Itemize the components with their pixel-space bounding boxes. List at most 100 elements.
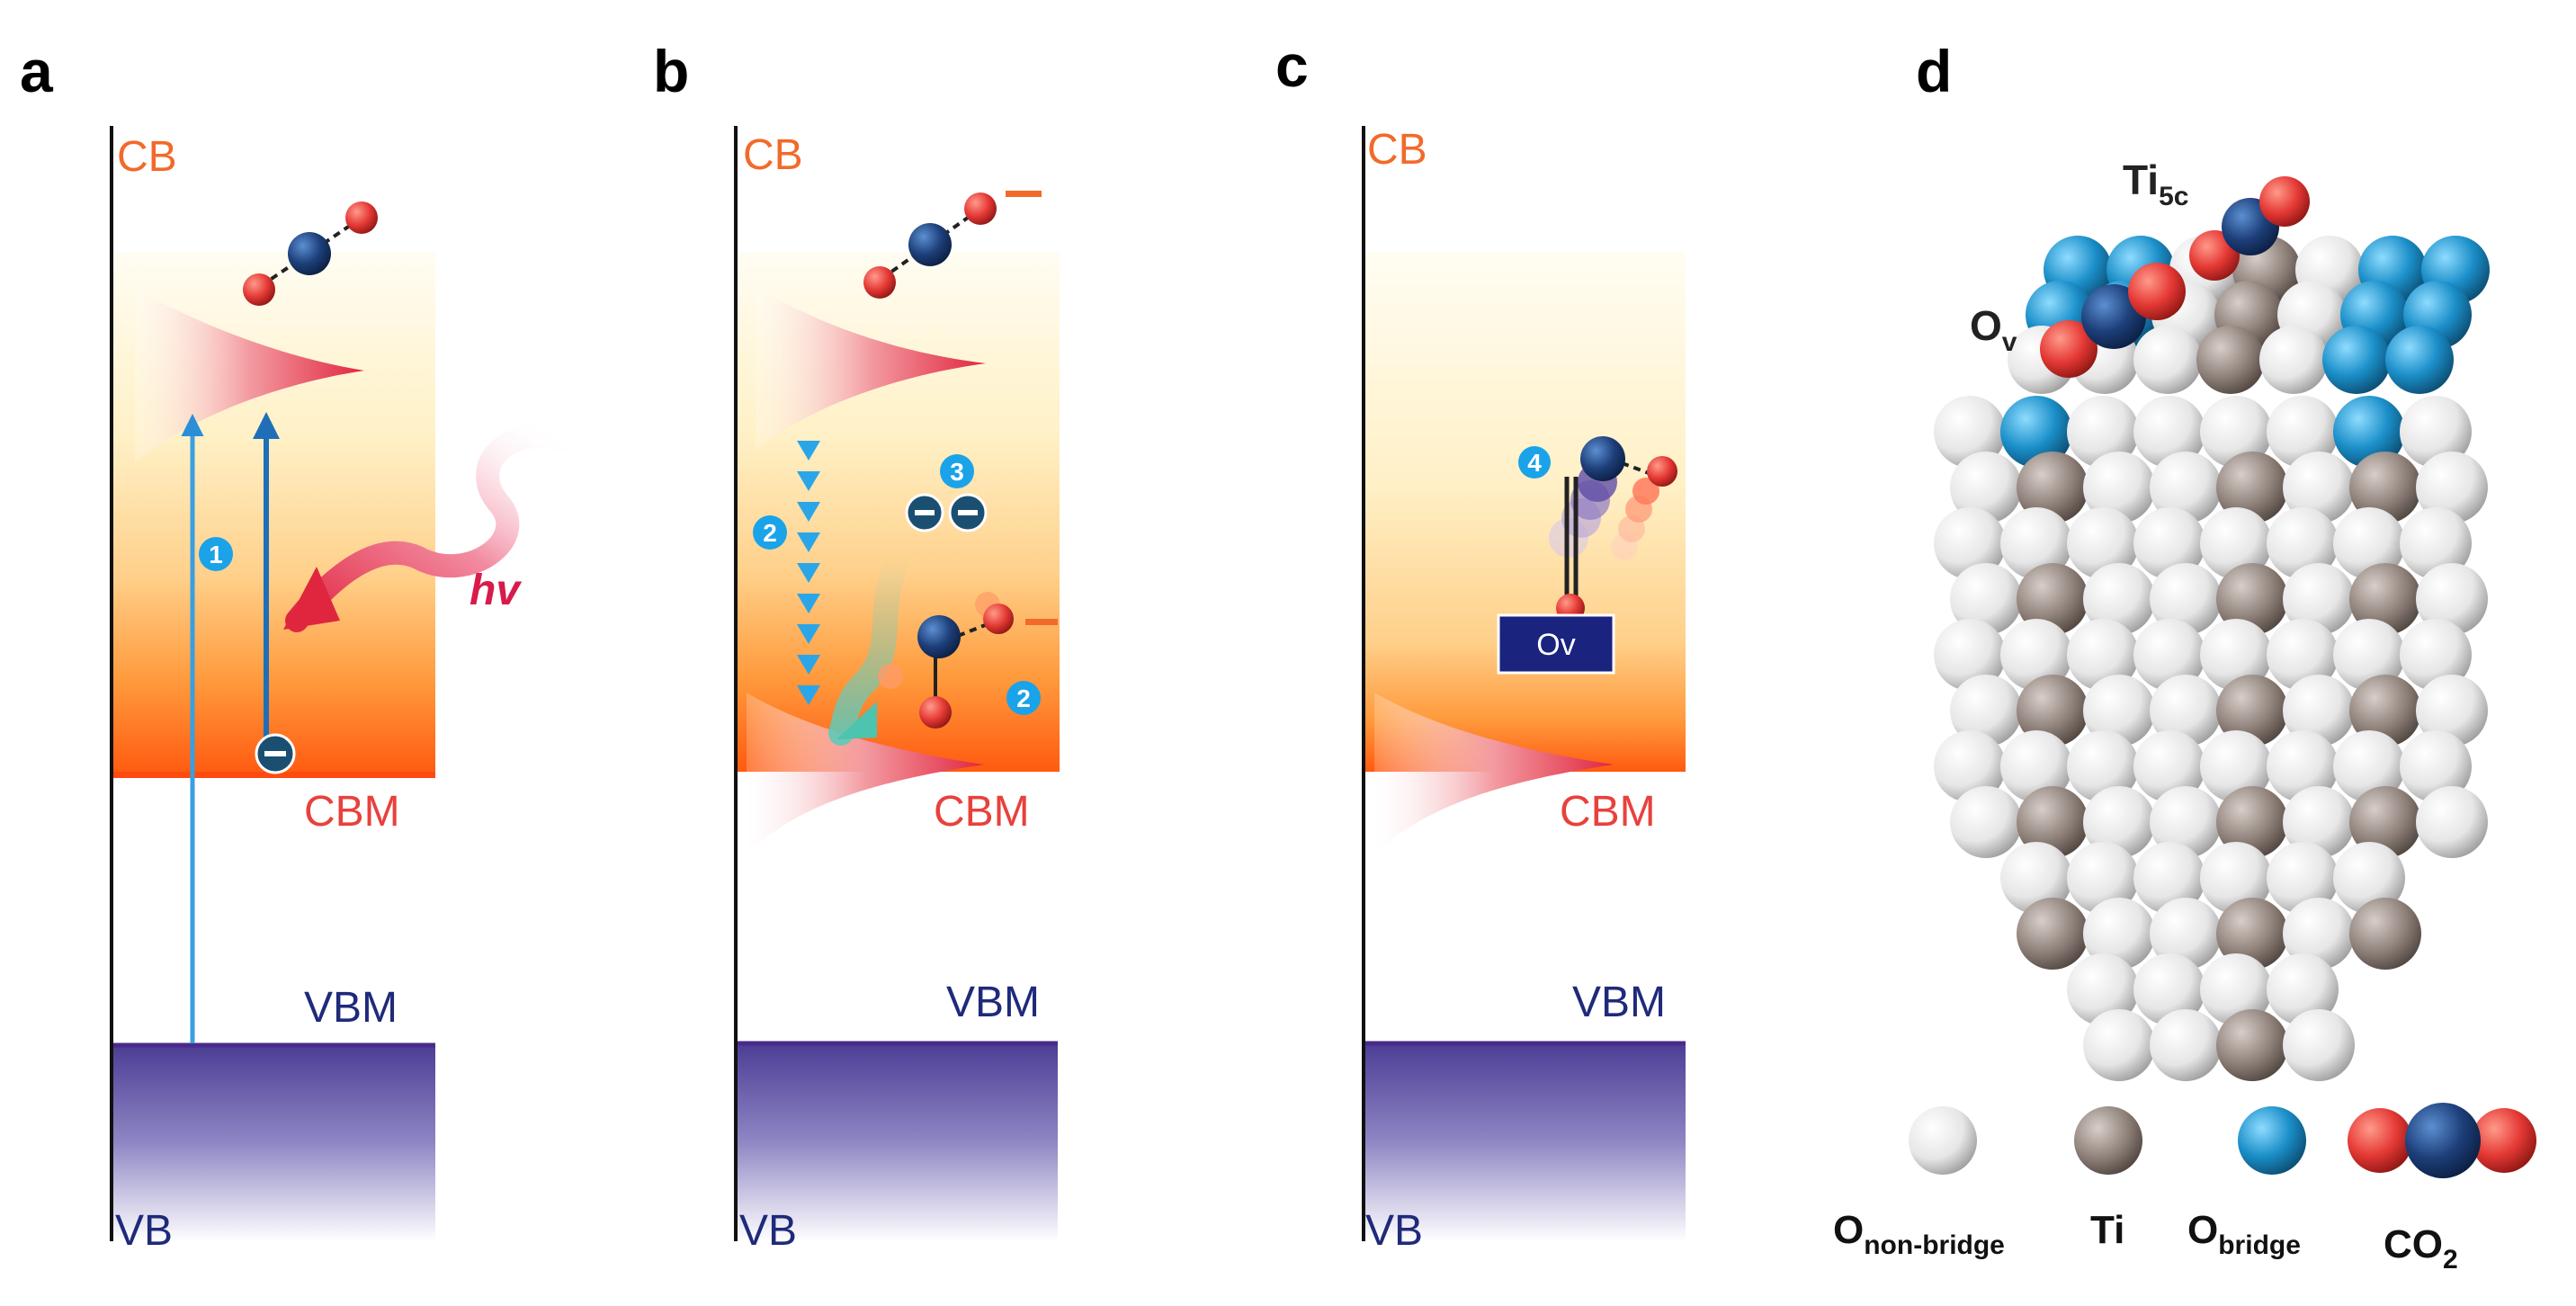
slab-atom [2133,326,2202,394]
slab-atom [2000,396,2072,468]
slab-atom [2349,898,2421,970]
slab-atom [2267,507,2339,579]
slab-atom [2133,842,2205,914]
ov-site-label: Ov [1970,302,2017,357]
svg-text:3: 3 [950,458,964,486]
panel-a-cb-label: CB [117,133,177,181]
slab-atom [2216,675,2288,747]
panel-c-vb-label: VB [1365,1207,1423,1255]
panel-b-electron-pair [905,493,988,532]
slab-atom [2133,396,2205,468]
slab-atom [2385,326,2454,394]
panel-b-step-2-adsorbed: 2 [1006,681,1041,715]
slab-atom [2067,396,2139,468]
slab-atom [2349,452,2421,523]
slab-atom [2416,563,2488,635]
panel-c-oxygen-vacancy-box: Ov [1497,613,1615,675]
slab-atom [2283,1009,2355,1081]
adsorbed-co2-ti5c [2189,176,2310,281]
slab-atom [2083,786,2155,858]
slab-atom [1950,563,2022,635]
tio2-slab-model [1934,236,2490,1081]
slab-atom [2216,1009,2288,1081]
panel-b-relaxation-arrows [797,441,820,705]
slab-atom [1934,396,2006,468]
slab-atom [2083,1009,2155,1081]
slab-atom [2017,898,2089,970]
slab-atom [2150,675,2222,747]
panel-c-valence-band [1365,1042,1686,1241]
panel-a-vb-label: VB [115,1207,173,1255]
slab-atom [2283,452,2355,523]
panel-c-dos-peak [1374,693,1614,854]
panel-a-cbm-line [113,772,435,778]
slab-atom [2283,786,2355,858]
ti5c-label: Ti5c [2123,157,2188,211]
slab-atom [1934,730,2006,802]
svg-text:1: 1 [209,541,223,568]
legend-ti-swatch [2074,1106,2142,1175]
slab-atom [2067,619,2139,691]
legend: Onon-bridge Ti Obridge CO2 [1833,1103,2536,1275]
panel-b-cb-label: CB [743,131,803,179]
slab-atom [2150,452,2222,523]
panel-b-cbm-label: CBM [934,788,1030,836]
panel-b-step-3: 3 [940,454,974,488]
slab-atom [2017,675,2089,747]
slab-atom [2283,898,2355,970]
slab-atom [1950,452,2022,523]
slab-atom [2000,730,2072,802]
slab-atom [2067,507,2139,579]
slab-atom [1950,675,2022,747]
legend-co2-label: CO2 [2384,1222,2458,1275]
slab-atom [2400,396,2472,468]
panel-b-dos-peak-lower [747,693,984,854]
panel-b-adsorbed-co2 [878,592,1058,729]
slab-atom [2216,452,2288,523]
panel-a: a CB CBM VBM VB 1 hv [20,38,578,1255]
slab-atom [2400,507,2472,579]
panel-d-letter: d [1916,38,1952,104]
slab-atom [2133,730,2205,802]
slab-atom [1950,786,2022,858]
panel-d: d Ti5c Ov Onon-bridge Ti Obridge [1833,38,2536,1275]
panel-b-electron-transfer-glow [828,545,912,746]
panel-a-cbm-label: CBM [304,788,400,836]
slab-atom [2333,396,2405,468]
panel-c: c CB CBM VBM VB 4 [1275,32,1686,1255]
slab-atom [2216,786,2288,858]
slab-atom [2196,326,2265,394]
slab-atom [2267,396,2339,468]
slab-atom [2216,563,2288,635]
slab-atom [2333,619,2405,691]
slab-atom [2150,898,2222,970]
slab-atom [2083,675,2155,747]
panel-a-photon-wave [285,425,578,632]
slab-atom [2416,786,2488,858]
slab-atom [2017,563,2089,635]
slab-atom [2200,842,2272,914]
legend-co2-swatch [2348,1103,2536,1178]
panel-a-vbm-label: VBM [304,984,398,1032]
panel-b-step-2-relax: 2 [753,515,787,550]
slab-atom [1934,619,2006,691]
slab-atom [2000,619,2072,691]
panel-c-ov-label: Ov [1536,628,1575,662]
panel-b-transfer-arrowhead [836,702,877,739]
slab-atom [2133,619,2205,691]
panel-a-electron [255,733,296,774]
legend-o-nonbridge-label: Onon-bridge [1833,1208,2005,1260]
slab-atom [2333,507,2405,579]
panel-a-hv-label: hv [470,567,522,614]
slab-atom [2267,953,2339,1025]
slab-atom [2083,452,2155,523]
slab-atom [2259,326,2328,394]
slab-atom [2017,452,2089,523]
panel-c-letter: c [1275,32,1309,99]
legend-o-bridge-label: Obridge [2187,1208,2301,1260]
panel-a-letter: a [20,38,54,104]
slab-atom [2200,953,2272,1025]
slab-atom [1934,507,2006,579]
svg-text:4: 4 [1527,449,1542,477]
slab-atom [2150,563,2222,635]
